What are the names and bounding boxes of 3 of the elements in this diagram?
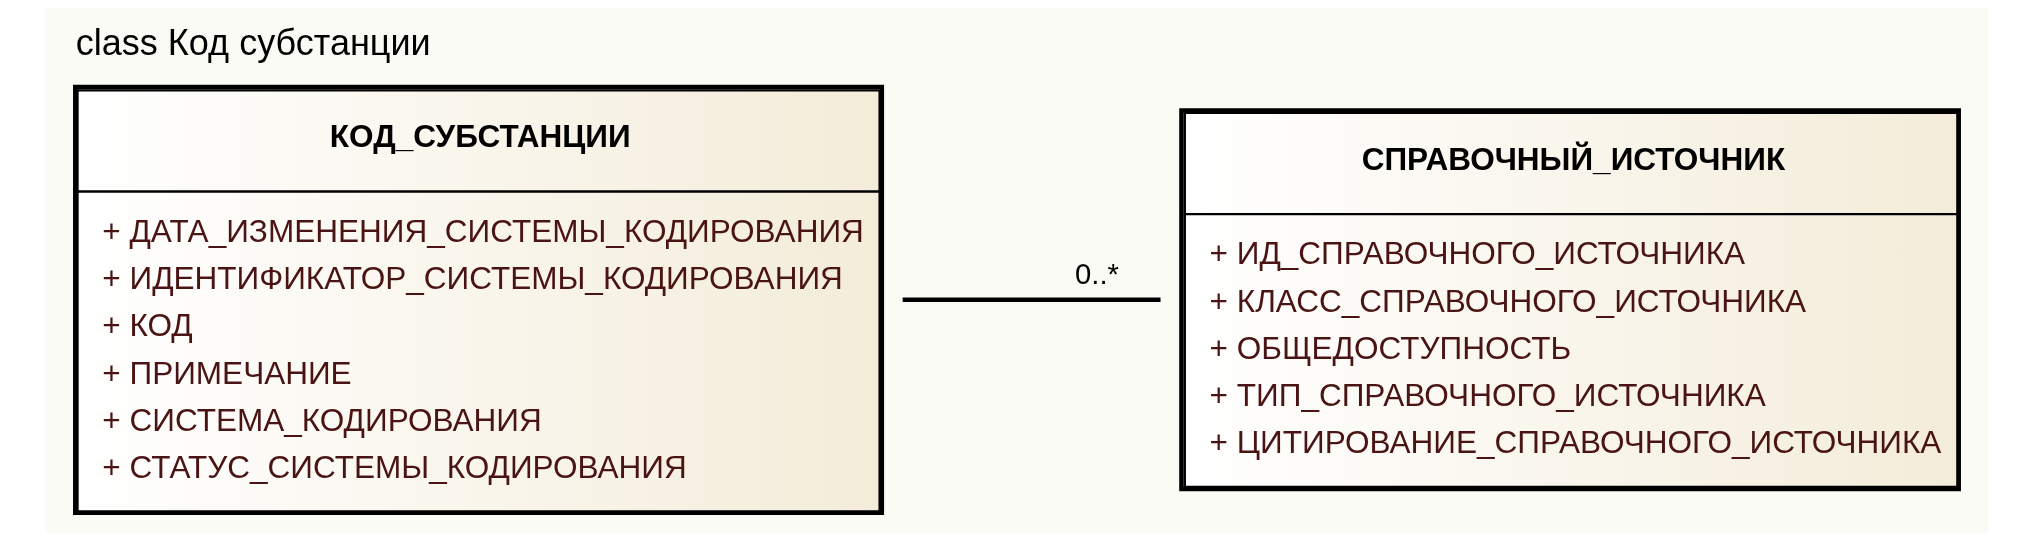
connector [902, 297, 1161, 303]
diagram-title: class Код субстанции [75, 21, 431, 63]
edge-label: 0..* [1074, 257, 1119, 291]
